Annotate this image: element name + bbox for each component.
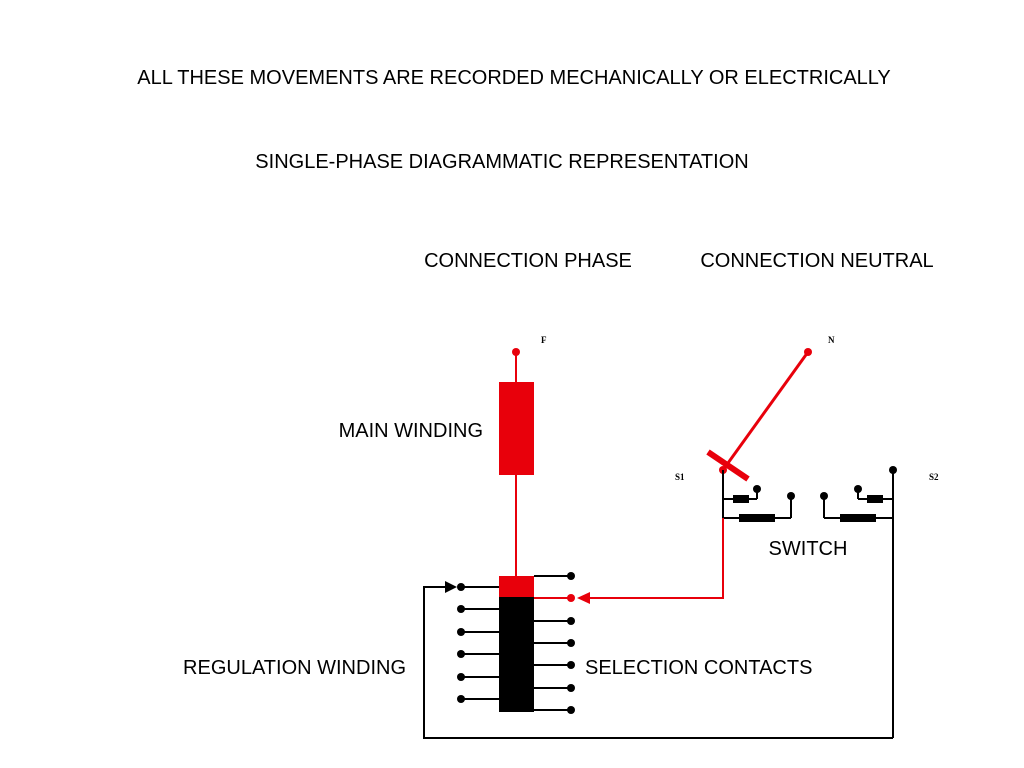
slide-title: ALL THESE MOVEMENTS ARE RECORDED MECHANI… (137, 67, 891, 89)
slide-subtitle: SINGLE-PHASE DIAGRAMMATIC REPRESENTATION (255, 151, 748, 173)
terminal-f-label: F (541, 335, 547, 345)
return-arrow (445, 581, 457, 593)
selection-contacts (534, 572, 575, 714)
regulation-winding (499, 597, 534, 712)
regulation-winding-top (499, 576, 534, 597)
switch-s2-contacts (820, 466, 897, 738)
s2-return-wire (423, 586, 893, 739)
selection-contacts-label: SELECTION CONTACTS (585, 657, 812, 679)
switch-label: SWITCH (769, 538, 848, 560)
connection-phase-label: CONNECTION PHASE (424, 250, 632, 272)
neutral-lever (721, 351, 810, 471)
selector-arrow (577, 592, 590, 604)
terminal-s2-label: S2 (929, 472, 939, 482)
lever-crossbar (706, 449, 750, 482)
main-winding-label: MAIN WINDING (339, 420, 483, 442)
terminal-s1-label: S1 (675, 472, 685, 482)
regulation-winding-label: REGULATION WINDING (183, 657, 406, 679)
main-winding (499, 382, 534, 475)
connection-neutral-label: CONNECTION NEUTRAL (700, 250, 933, 272)
s1-to-contact-wire (590, 518, 724, 599)
switch-s1-contacts (722, 470, 795, 522)
left-taps (457, 583, 499, 703)
active-contact (567, 594, 575, 602)
terminal-n-label: N (828, 335, 835, 345)
